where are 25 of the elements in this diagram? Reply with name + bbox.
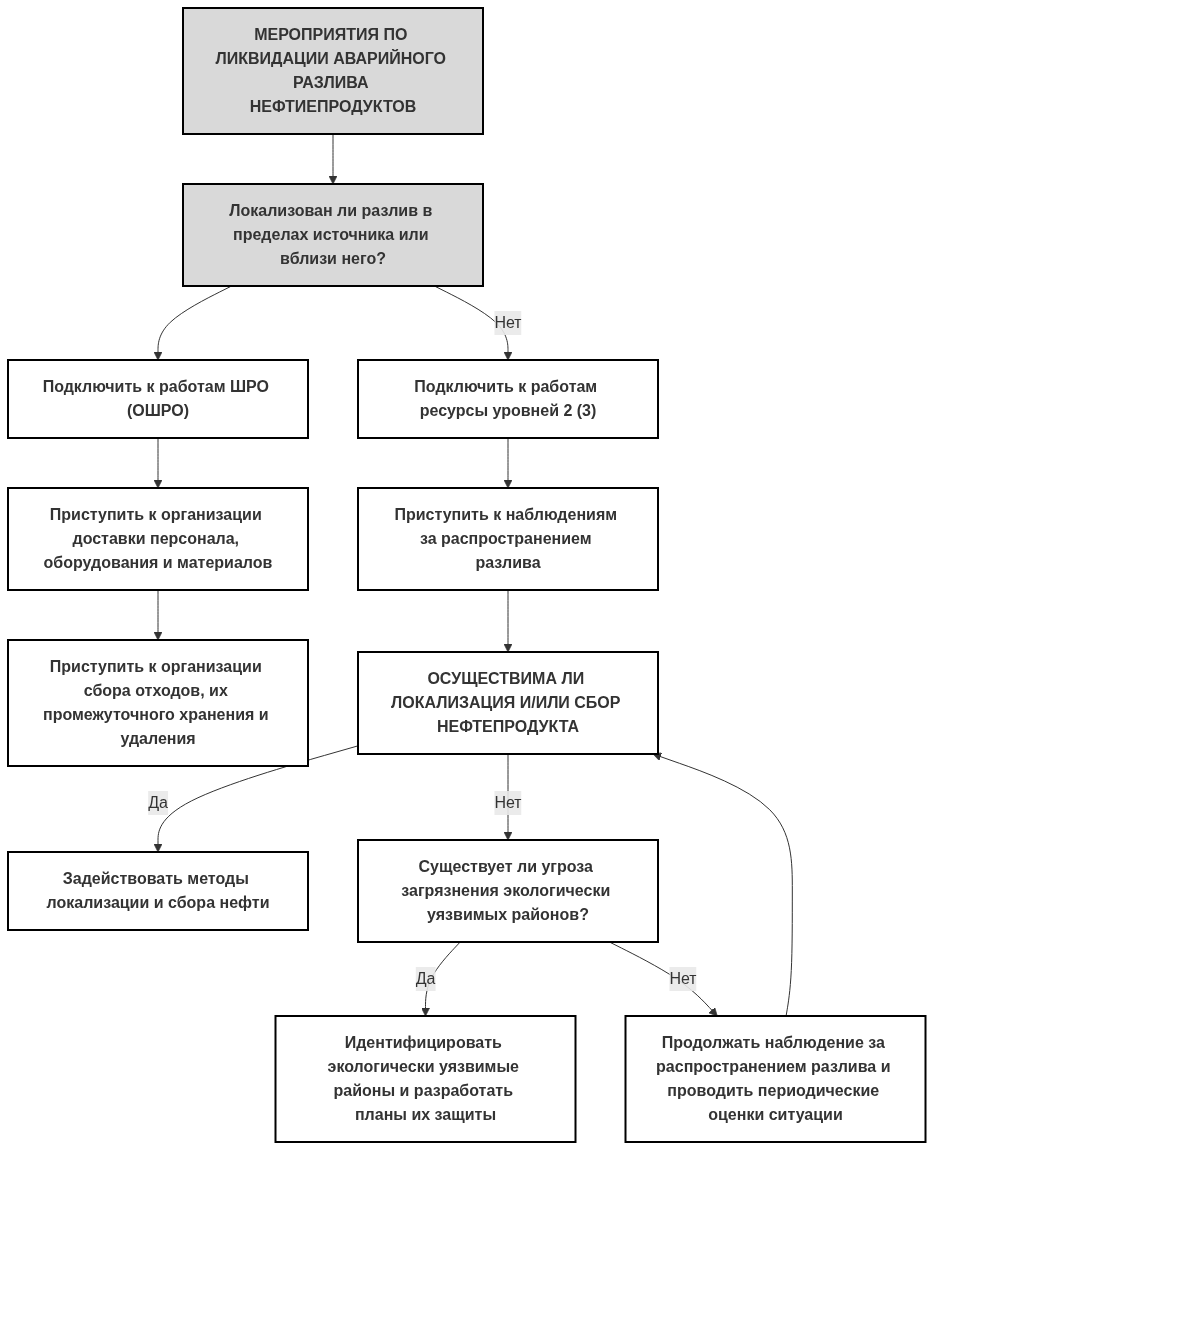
node-box: Идентифицировать экологически уязвимые районы и разработать планы их защиты [274, 1015, 577, 1143]
arrow [421, 941, 461, 1017]
node-box: Локализован ли разлив в пределах источника или вблизи него? [182, 183, 484, 287]
edge-label: Да [415, 970, 436, 987]
node-box: Существует ли угроза загрязнения экологически уязвимых районов? [357, 839, 659, 943]
edge-label: Нет [669, 970, 697, 987]
node-box: ОСУЩЕСТВИМА ЛИ ЛОКАЛИЗАЦИЯ И/ИЛИ СБОР НЕФТЕПРОДУКТА [357, 651, 659, 755]
arrow [153, 589, 163, 641]
node-box: МЕРОПРИЯТИЯ ПО ЛИКВИДАЦИИ АВАРИЙНОГО РАЗЛИВА НЕФТИЕПРОДУКТОВ [182, 7, 484, 135]
node-box: Приступить к наблюдениям за распространением разлива [357, 487, 659, 591]
arrow [153, 437, 163, 489]
node-box: Приступить к организации сбора отходов, их промежуточного хранения и удаления [7, 639, 309, 767]
edge-label: Нет [494, 314, 522, 331]
node-box: Подключить к работам ШРО (ОШРО) [7, 359, 309, 439]
edge-label: Да [148, 794, 168, 811]
node-box: Продолжать наблюдение за распространением разлива и проводить периодические оценки ситуации [624, 1015, 927, 1143]
node-box: Подключить к работам ресурсы уровней 2 (3) [357, 359, 659, 439]
node-box: Приступить к организации доставки персонала, оборудования и материалов [7, 487, 309, 591]
arrow [503, 437, 513, 489]
edge-label: Нет [494, 794, 522, 811]
arrow [153, 745, 359, 853]
node-box: Задействовать методы локализации и сбора нефти [7, 851, 309, 931]
arrow [652, 752, 793, 1017]
arrow [328, 133, 338, 185]
arrow [503, 589, 513, 653]
